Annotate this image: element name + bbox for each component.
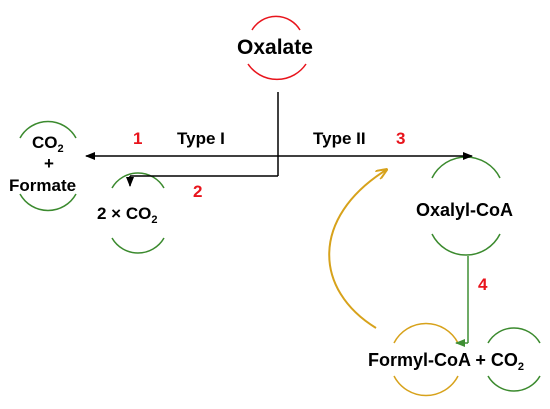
type2-label: Type II [313,129,366,148]
step-number-4: 4 [478,275,488,294]
two-co2-top-arc [111,172,165,189]
oxalyl-coa-label: Oxalyl-CoA [416,200,514,220]
formate-bottom-arc [19,193,77,212]
step-number-2: 2 [193,182,203,201]
two-co2-label: 2 × CO2 [97,204,157,226]
plus-label: + [44,154,54,173]
recycle-arrow [328,170,386,329]
oxalyl-top-arc [431,156,501,179]
co2-subscript: 2 [57,143,64,155]
formyl-co2-subscript: 2 [517,361,524,373]
formate-label: Formate [9,176,77,195]
oxalyl-bottom-arc [431,233,501,256]
formyl-top-arc [393,322,459,344]
oxalate-label: Oxalate [237,36,313,59]
oxalate-bottom-arc [247,63,307,81]
formyl-bottom-arc [393,375,459,397]
two-co2-bottom-arc [111,237,165,254]
co2-label: CO2 [32,133,64,155]
two-co2-text: 2 × CO [97,204,152,223]
formate-top-arc [19,120,77,139]
formyl-coa-co2-label: Formyl-CoA + CO2 [368,350,524,373]
formyl-coa-co2-text: Formyl-CoA + CO [368,350,518,370]
co2-text: CO [32,133,58,152]
step-number-3: 3 [396,129,406,148]
two-co2-subscript: 2 [151,214,158,226]
co2-top-arc [487,327,541,344]
co2-bottom-arc [487,375,541,392]
oxalate-top-arc [251,15,301,31]
step-number-1: 1 [133,129,143,148]
type1-label: Type I [177,129,225,148]
